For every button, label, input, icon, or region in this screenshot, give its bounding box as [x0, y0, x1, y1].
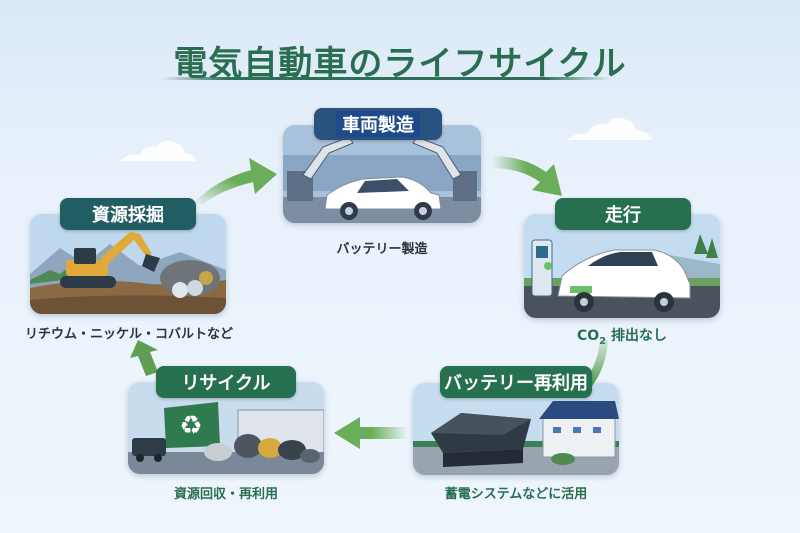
stage-caption: バッテリー製造 — [336, 242, 428, 257]
title-underline — [160, 77, 612, 80]
arrow-mining-to-manufacturing — [193, 158, 277, 204]
arrow-manufacturing-to-driving — [492, 156, 562, 196]
stage-caption: リチウム・ニッケル・コバルトなど — [24, 327, 233, 342]
robot-arm-car-icon — [283, 125, 481, 223]
cloud-right — [567, 117, 653, 140]
stage-caption: 資源回収・再利用 — [173, 487, 278, 502]
arrow-recycling-to-mining — [130, 340, 158, 376]
svg-text:♻: ♻ — [179, 411, 202, 441]
excavator-icon — [30, 214, 226, 314]
arrow-battery-reuse-to-recycling — [334, 417, 408, 449]
stage-label-text: 車両製造 — [336, 111, 420, 137]
battery-house-icon — [413, 383, 619, 475]
stage-caption: CO2 排出なし — [576, 328, 668, 347]
recycle-icon: ♻ — [128, 382, 324, 474]
stage-label: リサイクル — [156, 366, 296, 398]
stage-label: バッテリー再利用 — [440, 366, 592, 398]
stage-label: 車両製造 — [314, 108, 442, 140]
stage-caption: 蓄電システムなどに活用 — [444, 487, 588, 502]
ev-charging-car-icon — [524, 214, 720, 318]
stage-label: 資源採掘 — [60, 198, 196, 230]
stage-label: 走行 — [555, 198, 691, 230]
cloud-left — [120, 140, 196, 161]
